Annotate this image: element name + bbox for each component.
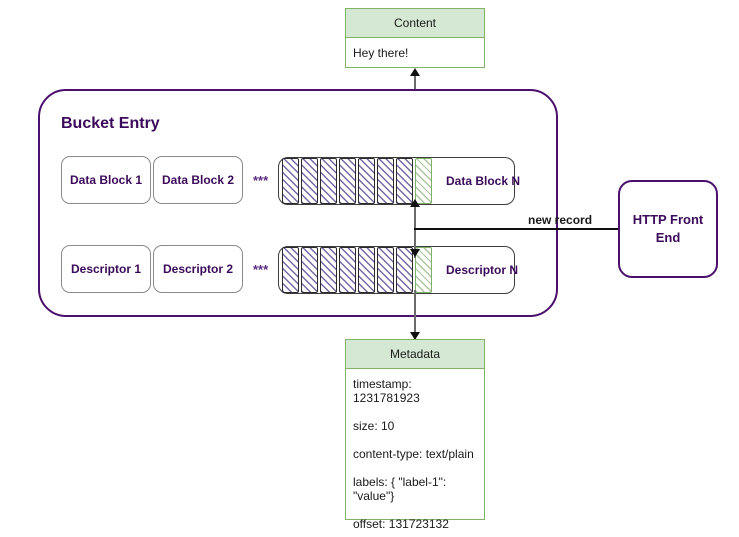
descriptor-slice — [301, 247, 318, 293]
data-block-1[interactable]: Data Block 1 — [61, 156, 151, 204]
metadata-box-header: Metadata — [346, 340, 484, 369]
descriptor-n-label: Descriptor N — [446, 263, 519, 277]
data-slice — [339, 158, 356, 204]
metadata-line-content-type: content-type: text/plain — [353, 447, 474, 461]
connector-new-record-line — [414, 228, 618, 230]
bucket-entry-container: Bucket Entry Data Block 1 Data Block 2 *… — [38, 89, 558, 317]
data-slice — [377, 158, 394, 204]
connector-rows-arrowhead-down — [410, 249, 420, 257]
http-front-end-box[interactable]: HTTP Front End — [618, 180, 718, 278]
http-front-end-label-line2: End — [655, 230, 681, 245]
descriptor-slice — [396, 247, 413, 293]
connector-content-arrowhead — [410, 68, 420, 76]
data-block-n-slices — [279, 158, 432, 204]
descriptor-2[interactable]: Descriptor 2 — [153, 245, 243, 293]
data-block-2[interactable]: Data Block 2 — [153, 156, 243, 204]
connector-metadata-line — [414, 290, 416, 340]
http-front-end-label-line1: HTTP Front — [632, 212, 704, 227]
data-block-n[interactable]: Data Block N — [278, 157, 520, 205]
metadata-box: Metadata timestamp: 1231781923 size: 10 … — [345, 339, 485, 531]
metadata-line-timestamp: timestamp: 1231781923 — [353, 377, 420, 405]
bucket-entry-title: Bucket Entry — [61, 115, 160, 132]
http-front-end-label: HTTP Front End — [633, 211, 704, 247]
descriptor-slice-new — [415, 247, 432, 293]
descriptor-n[interactable]: Descriptor N — [278, 246, 519, 294]
connector-new-record-label: new record — [528, 213, 593, 227]
descriptor-slice — [282, 247, 299, 293]
data-slice — [301, 158, 318, 204]
data-slice-new — [415, 158, 432, 204]
data-slice — [358, 158, 375, 204]
connector-rows-arrowhead-up — [410, 199, 420, 207]
descriptor-n-slices — [279, 247, 432, 293]
metadata-box-body: timestamp: 1231781923 size: 10 content-t… — [346, 369, 484, 537]
content-box-body: Hey there! — [353, 46, 409, 60]
data-row-ellipsis: *** — [253, 173, 269, 188]
data-slice — [320, 158, 337, 204]
content-box-header: Content — [346, 9, 484, 38]
descriptor-row-ellipsis: *** — [253, 262, 269, 277]
descriptor-1[interactable]: Descriptor 1 — [61, 245, 151, 293]
descriptor-slice — [358, 247, 375, 293]
data-block-n-label: Data Block N — [446, 174, 521, 188]
metadata-line-offset: offset: 131723132 — [353, 517, 449, 531]
descriptor-slice — [377, 247, 394, 293]
metadata-line-labels: labels: { "label-1": "value"} — [353, 475, 447, 503]
descriptor-slice — [339, 247, 356, 293]
data-slice — [396, 158, 413, 204]
connector-metadata-arrowhead — [410, 332, 420, 340]
data-slice — [282, 158, 299, 204]
metadata-line-size: size: 10 — [353, 419, 395, 433]
content-box: Content Hey there! — [345, 8, 485, 68]
descriptor-slice — [320, 247, 337, 293]
